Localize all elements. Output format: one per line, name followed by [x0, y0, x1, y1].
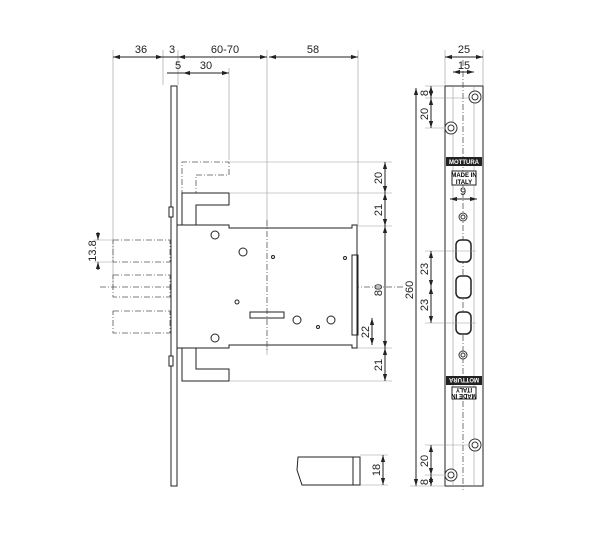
dim-260: 260	[404, 281, 416, 299]
dim-18: 18	[371, 464, 383, 476]
dim-8-bottom: 8	[419, 479, 431, 485]
brand-label-inverted: MOTTURA	[448, 376, 479, 382]
keyhole-icon	[249, 311, 285, 319]
dim-20-bottom: 20	[419, 455, 431, 467]
dim-20: 20	[373, 172, 385, 184]
made-in-label: MADE IN	[451, 173, 476, 179]
screw-hole-icon	[444, 90, 482, 482]
bolt-slot	[455, 239, 472, 335]
dim-30: 30	[200, 60, 212, 72]
dim-60-70: 60-70	[211, 44, 239, 56]
strike-dimensions: 25 15 9 8 20 23 23 260 20 8	[404, 44, 484, 487]
dim-58: 58	[307, 44, 319, 56]
top-dimensions: 36 3 60-70 58 5 30	[113, 44, 358, 76]
dim-13-8: 13.8	[87, 240, 99, 261]
latch-part	[296, 456, 361, 486]
made-in-label-inverted: MADE IN	[451, 392, 476, 398]
dim-23-upper: 23	[419, 263, 431, 275]
dim-22: 22	[360, 326, 372, 338]
right-dimensions: 20 21 80 22 21 18	[360, 162, 388, 485]
dim-3: 3	[169, 44, 175, 56]
brand-label: MOTTURA	[449, 160, 480, 166]
dim-25: 25	[458, 44, 470, 56]
dim-36: 36	[135, 44, 147, 56]
lock-body	[168, 85, 359, 487]
dim-20-top: 20	[419, 108, 431, 120]
dim-15: 15	[458, 60, 470, 72]
italy-label: ITALY	[456, 180, 472, 186]
dim-21-top: 21	[373, 204, 385, 216]
dim-80: 80	[373, 284, 385, 296]
dim-8-top: 8	[419, 90, 431, 96]
dim-9: 9	[460, 186, 466, 198]
dim-23-lower: 23	[419, 299, 431, 311]
dim-5: 5	[175, 60, 181, 72]
screw-icon	[210, 230, 347, 343]
italy-label-inverted: ITALY	[456, 386, 472, 392]
lock-faceplate	[170, 85, 178, 487]
strike-plate: MOTTURA MADE IN ITALY MOTTURA MADE IN IT…	[444, 60, 484, 490]
dim-21-bottom: 21	[373, 359, 385, 371]
bolts: 13.8	[87, 232, 171, 334]
